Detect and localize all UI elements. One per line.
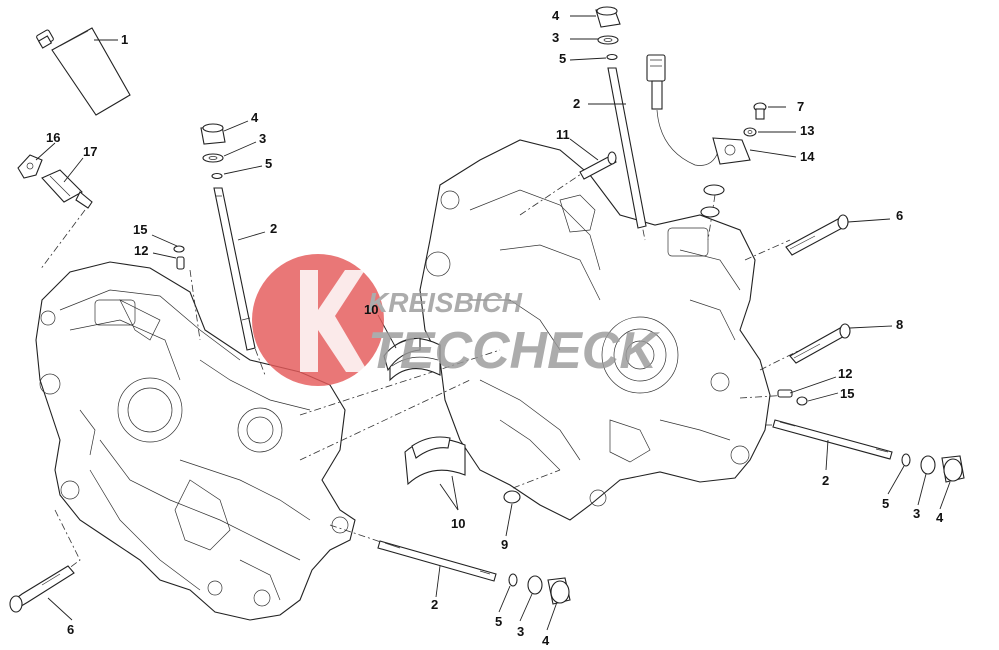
callout-3-left-top: 3 xyxy=(259,131,266,146)
callout-6-right: 6 xyxy=(896,208,903,223)
callout-8-bolt: 8 xyxy=(896,317,903,332)
pickup-sensor xyxy=(646,54,751,218)
callout-9-oring: 9 xyxy=(501,537,508,552)
callout-3-right-top: 3 xyxy=(552,30,559,45)
stud-left-top xyxy=(200,123,256,351)
alignment-lines xyxy=(39,167,801,576)
callout-5-left-top: 5 xyxy=(265,156,272,171)
callout-5-right-top: 5 xyxy=(559,51,566,66)
washer-13 xyxy=(743,127,757,137)
left-crankcase-half xyxy=(35,261,356,621)
watermark-line2: TECCHECK xyxy=(368,322,660,380)
callout-2-bottom: 2 xyxy=(431,597,438,612)
stud-right-top xyxy=(595,6,647,229)
callout-4-right-top: 4 xyxy=(552,8,560,23)
bolt-left xyxy=(9,565,75,613)
watermark-k-glyph xyxy=(300,270,368,372)
watermark-line1: KREISBICH xyxy=(368,287,523,318)
callout-10-bottom: 10 xyxy=(451,516,465,531)
callout-13-washer: 13 xyxy=(800,123,814,138)
callout-17-sensor: 17 xyxy=(83,144,97,159)
callout-3-bottom: 3 xyxy=(517,624,524,639)
callout-15-left: 15 xyxy=(133,222,147,237)
callout-5-bottom: 5 xyxy=(495,614,502,629)
callout-2-right: 2 xyxy=(822,473,829,488)
bearing-shells-top xyxy=(383,337,441,382)
callout-2-left-top: 2 xyxy=(270,221,277,236)
watermark-logo: KREISBICH TECCHECK xyxy=(252,254,660,386)
callout-5-right: 5 xyxy=(882,496,889,511)
right-crankcase-half xyxy=(419,139,771,521)
oring-9 xyxy=(503,490,521,504)
stud-right xyxy=(772,419,965,483)
callout-7-screw: 7 xyxy=(797,99,804,114)
bearing-shells-bottom xyxy=(404,436,466,486)
callout-12-right: 12 xyxy=(838,366,852,381)
callout-labels: 1 16 17 15 12 4 3 5 2 10 10 9 6 2 5 3 4 … xyxy=(46,8,944,648)
screw-7 xyxy=(753,102,767,120)
callout-11-bolt: 11 xyxy=(556,127,570,142)
bolt-right-6 xyxy=(785,214,849,256)
callout-4-right: 4 xyxy=(936,510,944,525)
sealant-tube xyxy=(36,27,131,116)
bolt-11 xyxy=(579,151,617,180)
bolt-8 xyxy=(789,323,851,364)
callout-15-right: 15 xyxy=(840,386,854,401)
callout-3-right: 3 xyxy=(913,506,920,521)
callout-16-cap: 16 xyxy=(46,130,60,145)
callout-2-right-top: 2 xyxy=(573,96,580,111)
callout-4-left-top: 4 xyxy=(251,110,259,125)
callout-1-tube: 1 xyxy=(121,32,128,47)
dowel-left xyxy=(173,245,185,270)
callout-14-pickup: 14 xyxy=(800,149,815,164)
callout-10-top: 10 xyxy=(364,302,378,317)
callout-4-bottom: 4 xyxy=(542,633,550,648)
leader-lines xyxy=(35,15,951,631)
callout-12-left: 12 xyxy=(134,243,148,258)
sensor-cap xyxy=(17,154,43,179)
dowel-right xyxy=(777,389,808,406)
neutral-sensor xyxy=(41,169,93,209)
callout-6-left: 6 xyxy=(67,622,74,637)
stud-bottom xyxy=(377,540,571,605)
